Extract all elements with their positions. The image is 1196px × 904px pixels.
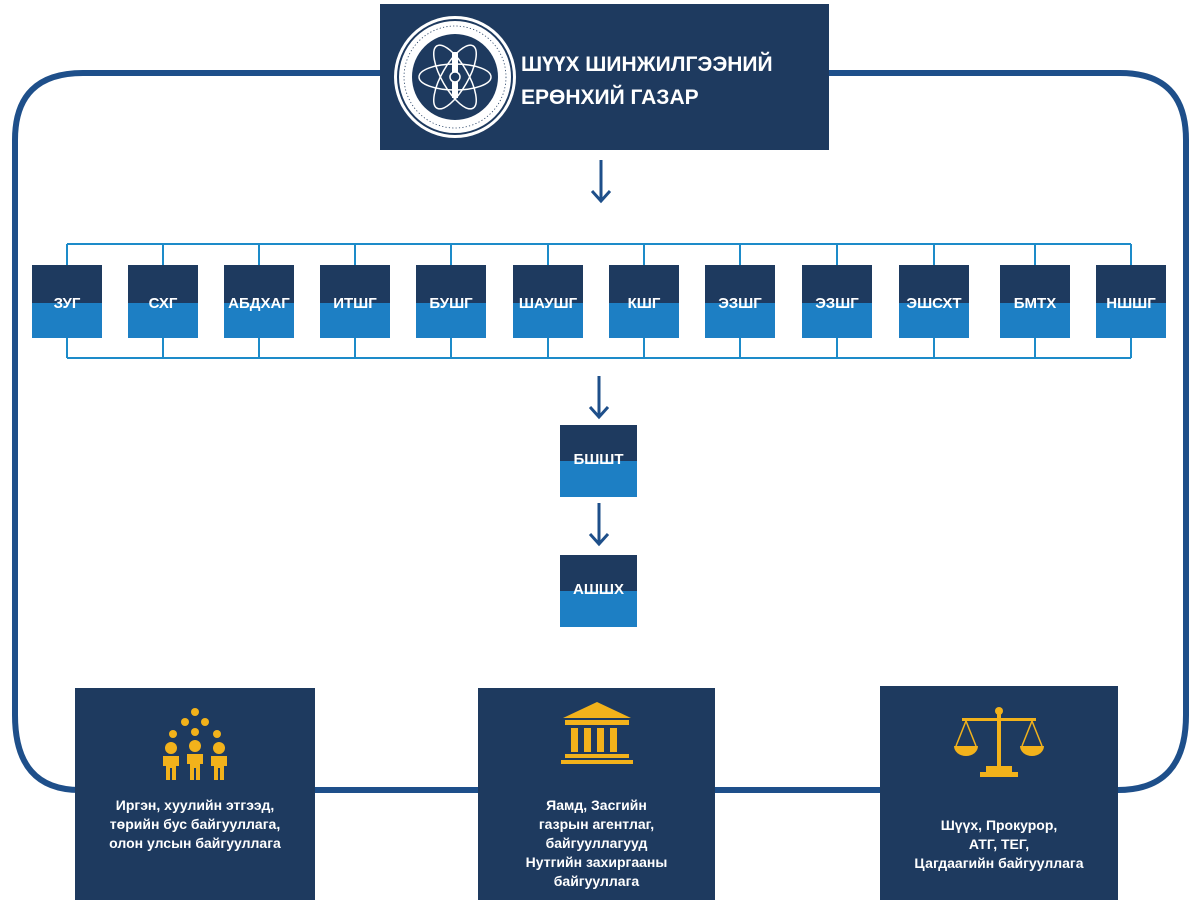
unit-box: ЭЗШГ [802, 265, 872, 338]
people-group-icon [163, 708, 227, 780]
chain-box: АШШХ [560, 555, 637, 627]
justice-scales-icon [954, 707, 1044, 777]
arrow-down-icon [590, 160, 612, 204]
stakeholder-card-justice: Шүүх, Прокурор, АТГ, ТЕГ, Цагдаагийн бай… [880, 686, 1118, 900]
unit-label: ЗУГ [53, 295, 81, 312]
unit-label: БМТХ [1013, 295, 1057, 312]
unit-label: ЭШСХТ [906, 295, 962, 312]
headquarters-title-line1: ШҮҮХ ШИНЖИЛГЭЭНИЙ [521, 53, 773, 76]
unit-label: БУШГ [429, 295, 473, 312]
agency-seal-icon [394, 16, 516, 138]
stakeholder-text: Иргэн, хуулийн этгээд, төрийн бус байгуу… [75, 796, 315, 853]
stakeholder-card-citizens: Иргэн, хуулийн этгээд, төрийн бус байгуу… [75, 688, 315, 900]
stakeholder-line: Шүүх, Прокурор, [940, 817, 1058, 833]
stakeholder-line: газрын агентлаг, [538, 816, 655, 832]
unit-label: СХГ [148, 295, 178, 312]
unit-box: БМТХ [1000, 265, 1070, 338]
unit-box: КШГ [609, 265, 679, 338]
stakeholder-line: төрийн бус байгууллага, [109, 816, 281, 832]
stakeholder-line: Цагдаагийн байгууллага [914, 855, 1084, 871]
unit-box: ЗУГ [32, 265, 102, 338]
unit-label: КШГ [627, 295, 661, 312]
unit-box: ЭЗШГ [705, 265, 775, 338]
units-bracket [66, 243, 1132, 359]
unit-box: АБДХАГ [224, 265, 294, 338]
unit-box: ЭШСХТ [899, 265, 969, 338]
unit-box: СХГ [128, 265, 198, 338]
chain-label: АШШХ [573, 581, 624, 598]
right-loop-line [829, 70, 1189, 793]
unit-box: ШАУШГ [513, 265, 583, 338]
arrow-down-icon [588, 503, 610, 547]
unit-label: ШАУШГ [518, 295, 578, 312]
government-building-icon [561, 702, 633, 764]
stakeholder-line: Яамд, Засгийн [546, 797, 647, 813]
chain-box: БШШТ [560, 425, 637, 497]
headquarters-box: ШҮҮХ ШИНЖИЛГЭЭНИЙ ЕРӨНХИЙ ГАЗАР [380, 4, 829, 150]
unit-label: НШШГ [1106, 295, 1156, 312]
stakeholder-line: байгууллага [553, 873, 640, 889]
stakeholder-line: олон улсын байгууллага [109, 835, 281, 851]
stakeholder-line: Иргэн, хуулийн этгээд, [115, 797, 275, 813]
unit-box: БУШГ [416, 265, 486, 338]
unit-label: ИТШГ [333, 295, 377, 312]
left-loop-line [12, 70, 380, 793]
stakeholder-text: Шүүх, Прокурор, АТГ, ТЕГ, Цагдаагийн бай… [880, 816, 1118, 873]
headquarters-title-line2: ЕРӨНХИЙ ГАЗАР [521, 86, 699, 109]
stakeholder-text: Яамд, Засгийн газрын агентлаг, байгуулла… [478, 796, 715, 891]
stakeholder-card-government: Яамд, Засгийн газрын агентлаг, байгуулла… [478, 688, 715, 900]
arrow-down-icon [588, 376, 610, 420]
unit-label: ЭЗШГ [815, 295, 859, 312]
unit-label: ЭЗШГ [718, 295, 762, 312]
stakeholder-line: АТГ, ТЕГ, [968, 836, 1030, 852]
unit-box: НШШГ [1096, 265, 1166, 338]
stakeholder-line: Нутгийн захиргааны [525, 854, 668, 870]
unit-label: АБДХАГ [228, 295, 290, 312]
chain-label: БШШТ [573, 451, 624, 468]
headquarters-title: ШҮҮХ ШИНЖИЛГЭЭНИЙ ЕРӨНХИЙ ГАЗАР [521, 48, 821, 114]
stakeholder-line: байгууллагууд [545, 835, 648, 851]
unit-box: ИТШГ [320, 265, 390, 338]
